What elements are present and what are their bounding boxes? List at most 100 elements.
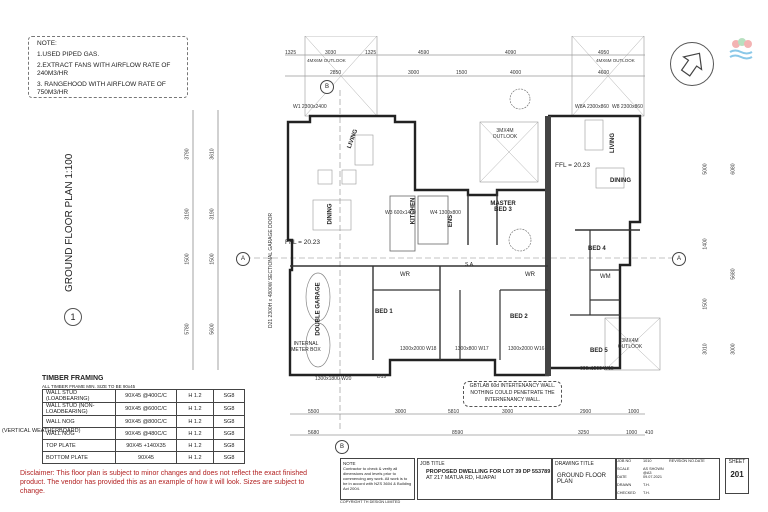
dim-text: 4000 xyxy=(510,70,522,76)
table-cell: 90X45 xyxy=(115,451,177,464)
dim-text: 4090 xyxy=(505,50,517,56)
table-cell: BOTTOM PLATE xyxy=(42,451,116,464)
grid-marker-a-right: A xyxy=(672,252,686,266)
sheet-label: SHEET xyxy=(728,459,746,465)
timber-framing-title: TIMBER FRAMING xyxy=(42,375,104,382)
room-bed5: BED 5 xyxy=(590,348,608,354)
dim-text: 3190 xyxy=(184,208,191,220)
drawing-title-label: DRAWING TITLE xyxy=(555,461,594,467)
outlook-label: 4MX6M OUTLOOK xyxy=(307,58,346,63)
dim-text: 3790 xyxy=(184,148,191,160)
grid-marker-b-top: B xyxy=(320,80,334,94)
ffl-right: FFL = 20.23 xyxy=(555,162,590,169)
dim-text: 3000 xyxy=(408,70,420,76)
dim-text: 3000 xyxy=(395,409,407,415)
timber-framing-table: WALL STUD (LOADBEARING) 90X45 @400C/C H … xyxy=(42,389,245,464)
window-label: W8 2300x860 xyxy=(612,104,643,110)
window-label: 1300x800 W17 xyxy=(455,346,489,352)
timber-framing-subtitle: ALL TIMBER FRAME MIN. SIZE TO BE 90x45 xyxy=(42,384,136,389)
window-label: 1300x2000 W16 xyxy=(508,346,545,352)
table-row: TOP PLATE 90X45 +140X35 H 1.2 SG8 xyxy=(42,439,245,452)
table-row: WALL NOG 90X45 @800C/C H 1.2 SG8 xyxy=(42,415,245,428)
table-cell: 90X45 @400C/C xyxy=(115,389,177,403)
window-label: 1300x2000 W18 xyxy=(400,346,437,352)
table-cell: 90X45 +140X35 xyxy=(115,439,177,452)
table-row: WALL STUD (NON-LOADBEARING) 90X45 @600C/… xyxy=(42,402,245,416)
dim-text: 3250 xyxy=(578,430,590,436)
dim-text: 1000 xyxy=(626,430,638,436)
outlook-label: 3MX4M OUTLOOK xyxy=(617,338,643,350)
table-cell: 90X45 @480C/C xyxy=(115,427,177,440)
disclaimer-text: Disclaimer: This floor plan is subject t… xyxy=(20,470,308,495)
job-address: AT 217 MATUA RD, HUAPAI xyxy=(426,475,496,481)
dim-text: 4590 xyxy=(418,50,430,56)
north-arrow-icon xyxy=(670,42,714,86)
dim-text: 2900 xyxy=(580,409,592,415)
table-cell: SG8 xyxy=(213,402,245,416)
date-label: DATE xyxy=(617,475,627,479)
ffl-left: FFL = 20.23 xyxy=(285,239,320,246)
intertenancy-note: GBTLAB 60d INTERTENANCY WALL. NOTHING CO… xyxy=(463,381,562,407)
table-cell: WALL STUD (NON-LOADBEARING) xyxy=(42,402,116,416)
window-label: W4 1300x800 xyxy=(430,210,461,216)
dim-text: 5500 xyxy=(308,409,320,415)
job-no-label: JOB NO xyxy=(617,459,632,463)
table-cell: H 1.2 xyxy=(176,427,214,440)
dim-text: 3000 xyxy=(730,343,737,355)
logo-icon xyxy=(728,36,754,62)
outlook-label: 4MX6M OUTLOOK xyxy=(596,58,635,63)
sheet-box: SHEET 201 xyxy=(725,458,749,494)
dim-text: 5600 xyxy=(209,323,216,335)
dim-text: 1325 xyxy=(365,50,377,56)
room-meter-box: INTERNAL METER BOX xyxy=(291,341,321,353)
dim-text: 410 xyxy=(645,430,654,436)
room-bed2: BED 2 xyxy=(510,314,528,320)
dim-text: 5680 xyxy=(308,430,320,436)
dim-text: 1500 xyxy=(702,298,709,310)
dim-text: 5780 xyxy=(184,323,191,335)
table-cell: WALL NOG xyxy=(42,415,116,428)
job-title: PROPOSED DWELLING FOR LOT 39 DP 553789 xyxy=(426,469,551,475)
dim-text: 6080 xyxy=(730,163,737,175)
scale-label: SCALE xyxy=(617,467,630,471)
title-block-drawing: DRAWING TITLE GROUND FLOOR PLAN xyxy=(552,458,616,500)
note-item: 2.EXTRACT FANS WITH AIRFLOW RATE OF 240M… xyxy=(37,62,171,77)
dim-text: 1500 xyxy=(184,253,191,265)
dim-text: 1500 xyxy=(456,70,468,76)
grid-marker-a-left: A xyxy=(236,252,250,266)
table-cell: SG8 xyxy=(213,389,245,403)
floor-plan-drawing: 1325 3030 1325 4590 4090 4950 2850 3000 … xyxy=(180,36,737,456)
title-block-details: JOB NO 1010 REVISION NO. DATE SCALE AS S… xyxy=(616,458,720,500)
tb-note-label: NOTE xyxy=(343,461,356,466)
drawn-value: T.H. xyxy=(643,483,650,487)
table-cell: WALL STUD (LOADBEARING) xyxy=(42,389,116,403)
table-cell: H 1.2 xyxy=(176,402,214,416)
garage-door-label: D21 2300H x 4800W SECTIONAL GARAGE DOOR xyxy=(268,212,274,328)
dim-text: 5680 xyxy=(730,268,737,280)
table-cell: 90X45 @600C/C xyxy=(115,402,177,416)
room-living-right: LIVING xyxy=(610,132,617,154)
table-row: WALL NOG 90X45 @480C/C H 1.2 SG8 xyxy=(42,427,245,440)
window-label: W8A 2300x860 xyxy=(575,104,609,110)
window-label: W3 600x1400 xyxy=(385,210,416,216)
table-cell: H 1.2 xyxy=(176,439,214,452)
table-cell: SG8 xyxy=(213,415,245,428)
note-item: 1.USED PIPED GAS. xyxy=(37,51,100,58)
note-item: 3. RANGEHOOD WITH AIRFLOW RATE OF 750M3/… xyxy=(37,81,166,96)
floor-plan-linework xyxy=(192,36,680,436)
table-cell: H 1.2 xyxy=(176,415,214,428)
table-cell: SG8 xyxy=(213,439,245,452)
room-wr: WR xyxy=(400,272,410,278)
tb-note-text: Contractor to check & verify all dimensi… xyxy=(343,466,412,491)
dim-text: 4950 xyxy=(598,50,610,56)
table-cell: 90X45 @800C/C xyxy=(115,415,177,428)
scale-value: AS SHOWN @A3 xyxy=(643,467,664,475)
table-row: BOTTOM PLATE 90X45 H 1.2 SG8 xyxy=(42,451,245,464)
dim-text: 3000 xyxy=(502,409,514,415)
dim-text: 3190 xyxy=(209,208,216,220)
room-garage: DOUBLE GARAGE xyxy=(315,282,322,336)
dim-text: 1000 xyxy=(628,409,640,415)
table-cell: H 1.2 xyxy=(176,389,214,403)
table-row: WALL STUD (LOADBEARING) 90X45 @400C/C H … xyxy=(42,389,245,403)
room-wm: WM xyxy=(600,274,611,280)
